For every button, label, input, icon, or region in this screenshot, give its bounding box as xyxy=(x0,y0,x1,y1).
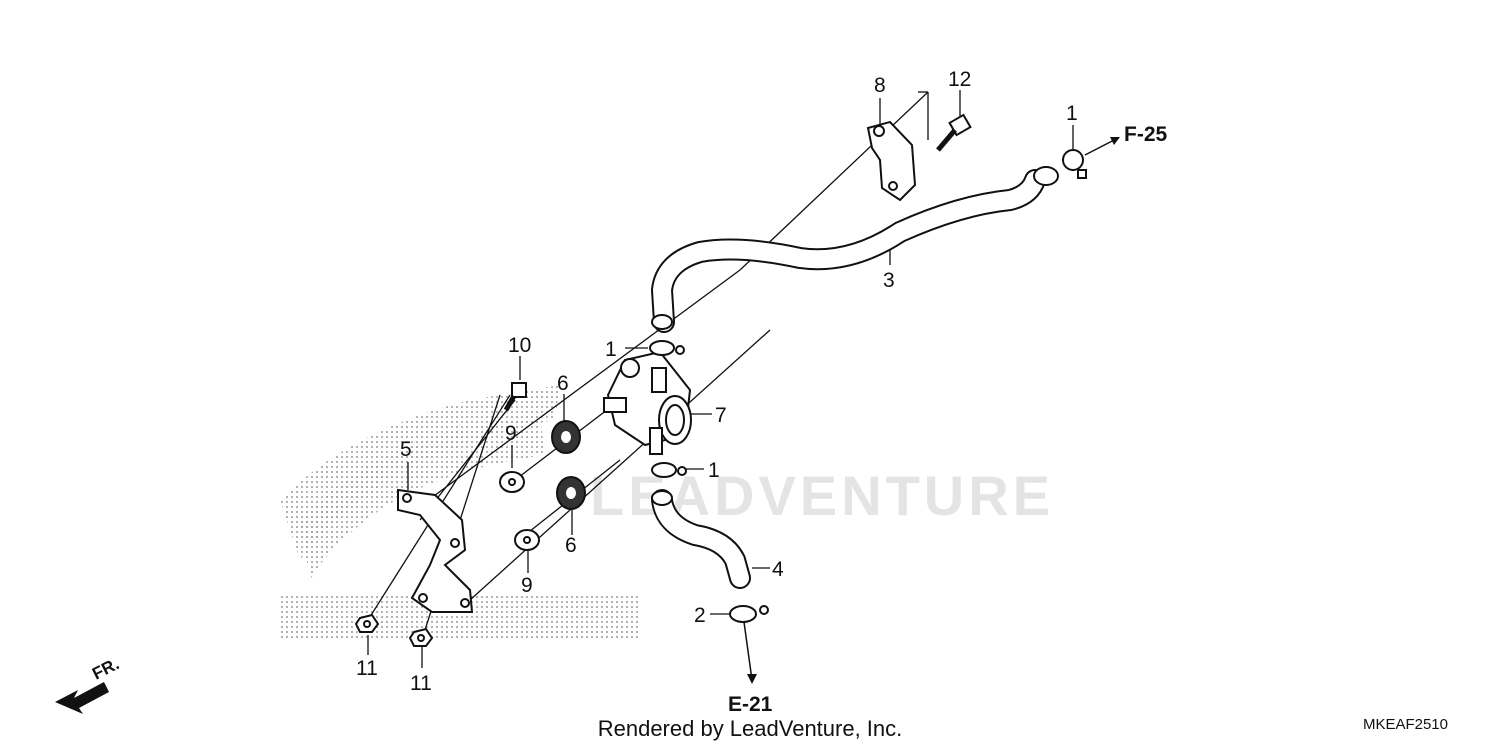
mounting-bracket xyxy=(397,488,474,613)
leader-lines xyxy=(367,90,1074,668)
hose-clip-upper xyxy=(1062,149,1087,179)
footer-credit: Rendered by LeadVenture, Inc. xyxy=(597,716,903,741)
air-valve xyxy=(603,350,692,455)
hose-clip-lower xyxy=(729,605,769,623)
nut-right xyxy=(408,627,434,647)
callout-3: 3 xyxy=(883,269,895,292)
grommet-upper xyxy=(551,420,581,454)
upper-hose xyxy=(650,166,1059,333)
callout-1-upper: 1 xyxy=(1066,102,1078,125)
hose-clamp-bracket xyxy=(866,120,917,202)
bolt-10 xyxy=(503,382,527,412)
callout-11-right: 11 xyxy=(410,672,432,695)
callout-4: 4 xyxy=(772,558,784,581)
callout-1-valve-top: 1 xyxy=(605,338,617,361)
callout-1-valve-bottom: 1 xyxy=(708,459,720,482)
ref-lower[interactable]: E-21 xyxy=(728,693,773,716)
callout-6-upper: 6 xyxy=(557,372,569,395)
callout-9-lower: 9 xyxy=(521,574,533,597)
diagram-code: MKEAF2510 xyxy=(1362,716,1448,733)
collar-upper xyxy=(499,471,525,493)
front-arrow-icon: FR. xyxy=(55,654,122,714)
bolt-12 xyxy=(936,113,972,152)
hose-clip-valve-top xyxy=(649,340,685,356)
callout-9-upper: 9 xyxy=(505,422,517,445)
callout-8: 8 xyxy=(874,74,886,97)
nut-left xyxy=(354,613,380,633)
callout-10: 10 xyxy=(508,334,531,357)
hose-clip-valve-bottom xyxy=(651,462,687,478)
callout-6-lower: 6 xyxy=(565,534,577,557)
callout-2: 2 xyxy=(694,604,706,627)
callout-12: 12 xyxy=(948,68,971,91)
grommet-lower xyxy=(556,476,586,510)
lower-hose xyxy=(651,489,751,589)
ref-arrow-upper xyxy=(1084,137,1120,156)
ref-upper[interactable]: F-25 xyxy=(1124,123,1168,146)
collar-lower xyxy=(514,529,540,551)
callout-7: 7 xyxy=(715,404,727,427)
svg-text:FR.: FR. xyxy=(89,654,122,683)
ref-arrow-lower xyxy=(743,621,757,684)
callout-5: 5 xyxy=(400,438,412,461)
callout-11-left: 11 xyxy=(356,657,378,680)
